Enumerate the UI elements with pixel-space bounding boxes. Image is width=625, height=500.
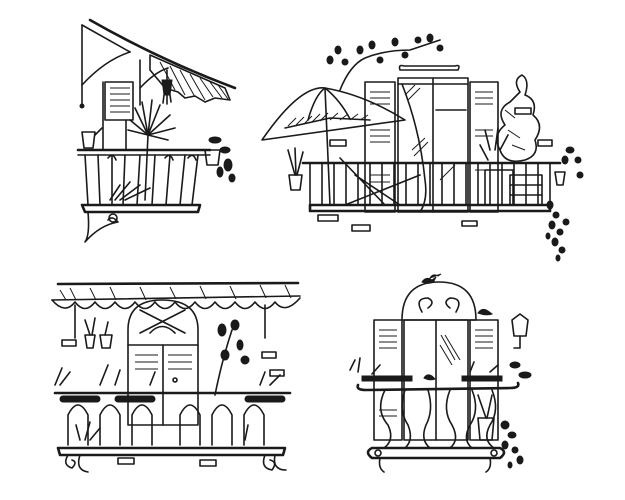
balcony-bottom-right [349, 273, 532, 473]
balcony-top-left [76, 18, 237, 243]
balcony-bottom-left [51, 281, 301, 473]
balcony-top-right [261, 33, 584, 262]
